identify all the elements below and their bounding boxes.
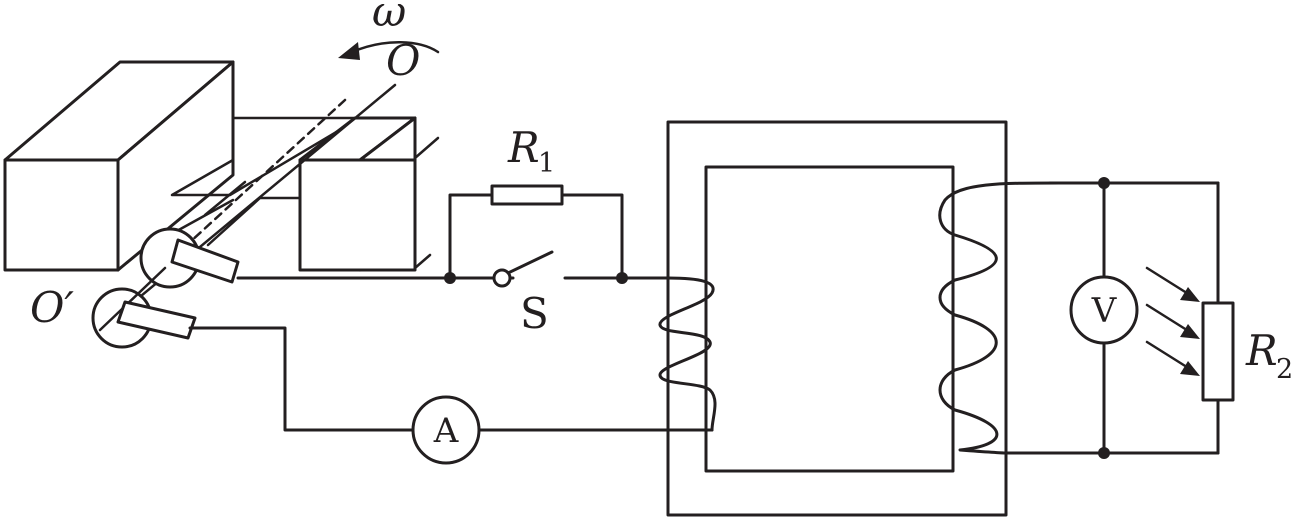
- resistor-r2-label: R: [1245, 326, 1278, 375]
- voltmeter-label: V: [1091, 291, 1118, 331]
- junction-dot: [1098, 177, 1110, 189]
- ammeter: A: [411, 395, 481, 465]
- voltmeter: V: [1069, 275, 1139, 345]
- rotation-arrow: [338, 41, 440, 60]
- magnet-north-pole: [3, 60, 235, 272]
- brushes: [116, 238, 240, 340]
- junction-dot: [1098, 447, 1110, 459]
- resistor-r2-subscript: 2: [1276, 354, 1292, 385]
- light-arrows: [1145, 266, 1200, 376]
- junction-dot: [616, 272, 628, 284]
- resistor-r1-label: R: [507, 123, 540, 172]
- junction-dot: [444, 272, 456, 284]
- primary-wiring: [188, 193, 714, 432]
- primary-coil: [658, 276, 717, 432]
- axis-bottom-label: O′: [30, 283, 74, 332]
- switch-label: S: [520, 289, 549, 338]
- photoresistor-r2: [1201, 301, 1235, 402]
- transformer-core: [666, 120, 1008, 517]
- omega-label: ω: [372, 0, 406, 36]
- generator: [3, 41, 440, 349]
- rotation-axis: [98, 83, 397, 332]
- axis-top-label: O: [386, 36, 420, 85]
- resistor-r1-subscript: 1: [538, 148, 555, 179]
- secondary-wiring: [1004, 181, 1220, 455]
- secondary-coil: [938, 181, 1062, 455]
- resistor-r1: [490, 184, 564, 206]
- switch-s[interactable]: [492, 250, 554, 288]
- ammeter-label: A: [433, 411, 459, 451]
